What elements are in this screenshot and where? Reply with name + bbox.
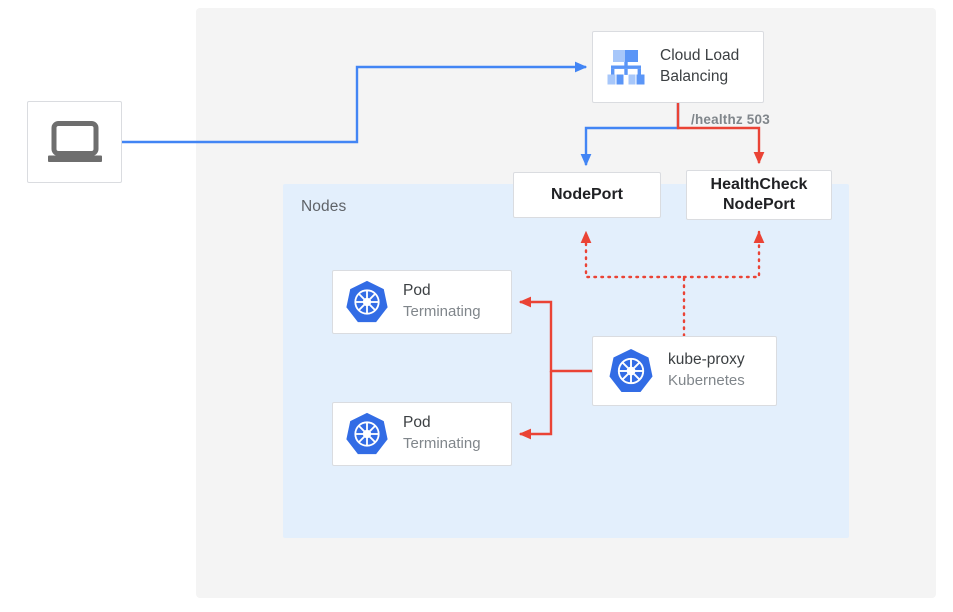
kube-proxy-title: kube-proxy (668, 351, 745, 369)
pod-2-title: Pod (403, 414, 431, 432)
healthz-edge-label: /healthz 503 (691, 112, 770, 127)
kube-proxy-node[interactable]: kube-proxy Kubernetes (592, 336, 777, 406)
nodeport-node[interactable]: NodePort (513, 172, 661, 218)
pod-node-2[interactable]: Pod Terminating (332, 402, 512, 466)
cloud-load-balancing-icon (605, 47, 647, 87)
kubernetes-icon (344, 411, 390, 457)
healthcheck-nodeport-node[interactable]: HealthCheck NodePort (686, 170, 832, 220)
cloud-load-balancing-title: Cloud Load (660, 47, 740, 65)
healthcheck-nodeport-title-line2: NodePort (722, 196, 795, 213)
pod-1-status: Terminating (403, 303, 481, 321)
laptop-icon (45, 120, 105, 164)
kubernetes-icon (344, 279, 390, 325)
kube-proxy-text: kube-proxy Kubernetes (668, 350, 745, 391)
pod-1-text: Pod Terminating (403, 281, 481, 322)
pod-node-1[interactable]: Pod Terminating (332, 270, 512, 334)
cloud-load-balancing-title-line2: Balancing (660, 68, 729, 85)
healthcheck-nodeport-title: HealthCheck (710, 176, 808, 193)
nodeport-title: NodePort (551, 186, 623, 203)
pod-1-title: Pod (403, 282, 431, 300)
client-node[interactable] (27, 101, 122, 183)
pod-2-text: Pod Terminating (403, 413, 481, 454)
healthcheck-nodeport-text: HealthCheck NodePort (711, 175, 808, 215)
nodes-region-label: Nodes (301, 198, 347, 215)
cloud-load-balancing-node[interactable]: Cloud Load Balancing (592, 31, 764, 103)
kubernetes-icon (607, 347, 655, 395)
pod-2-status: Terminating (403, 435, 481, 453)
cloud-load-balancing-text: Cloud Load Balancing (660, 46, 739, 88)
kube-proxy-subtitle: Kubernetes (668, 372, 745, 390)
